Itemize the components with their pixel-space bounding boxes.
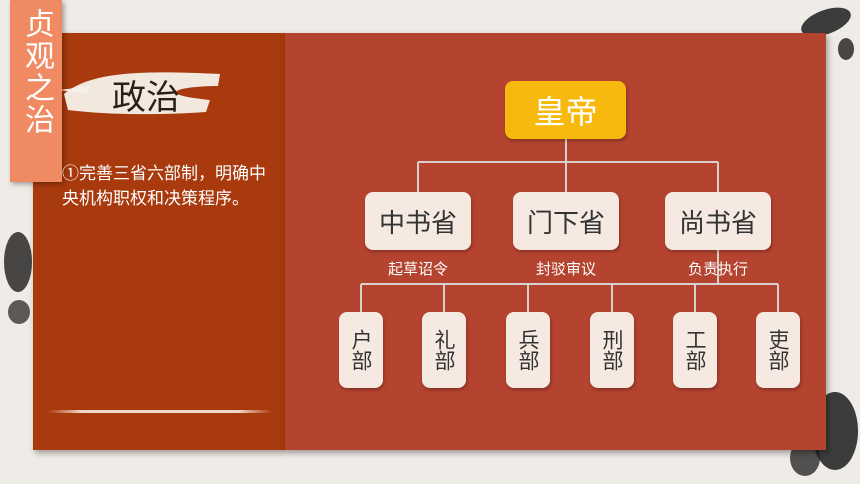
node-libu-rites: 礼部 <box>422 312 466 388</box>
role-shangshu: 负责执行 <box>687 260 748 278</box>
ink-splash-left <box>4 232 32 292</box>
role-menxia: 封驳审议 <box>535 260 596 278</box>
node-bingbu: 兵部 <box>506 312 550 388</box>
point-text: ①完善三省六部制，明确中央机构职权和决策程序。 <box>62 164 266 209</box>
node-libu-personnel: 吏部 <box>756 312 800 388</box>
role-zhongshu: 起草诏令 <box>387 260 448 278</box>
brush-stroke <box>60 72 220 115</box>
node-shangshu: 尚书省 <box>665 192 771 250</box>
ink-splash-left-bottom <box>8 300 30 324</box>
node-emperor: 皇帝 <box>505 81 626 139</box>
section-title: 政治 <box>112 78 180 118</box>
ink-splash-top-right-small <box>838 38 854 60</box>
node-gongbu: 工部 <box>673 312 717 388</box>
node-zhongshu: 中书省 <box>365 192 471 250</box>
node-hubu: 户部 <box>339 312 383 388</box>
divider <box>48 410 272 413</box>
page-title: 贞观之治 <box>19 8 54 136</box>
title-tab: 贞观之治 <box>10 0 62 182</box>
node-menxia: 门下省 <box>513 192 619 250</box>
node-xingbu: 刑部 <box>590 312 634 388</box>
